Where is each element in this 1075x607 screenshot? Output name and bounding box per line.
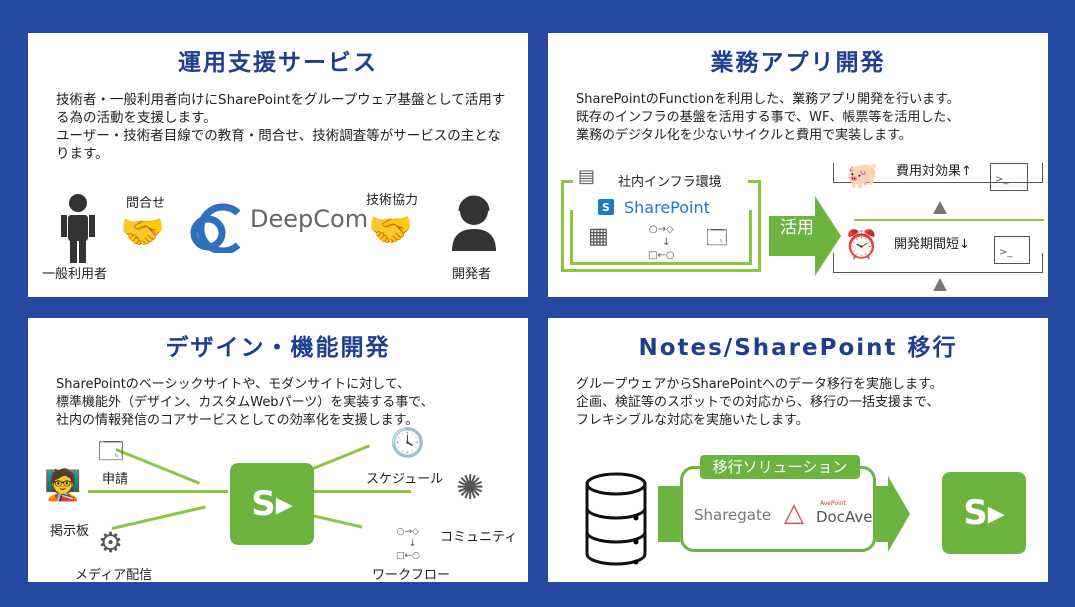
form-icon: 🗔 [706, 225, 728, 249]
connector-line [111, 505, 206, 530]
schedule-label: スケジュール [366, 472, 444, 487]
use-label: 活用 [780, 218, 814, 238]
solution-label: 移行ソリューション [700, 455, 860, 479]
avepoint-brand: AvePoint [820, 500, 846, 507]
panel-title: 業務アプリ開発 [710, 50, 886, 76]
deepcom-logo-text: DeepCom [250, 205, 369, 233]
desc-line: グループウェアからSharePointへのデータ移行を実施します。 [576, 377, 943, 392]
up-triangle [933, 278, 947, 291]
sharepoint-logo-icon: S▸ [230, 463, 314, 545]
divider [854, 219, 1044, 221]
clock-icon: 🕓 [390, 426, 425, 459]
desc-line: フレキシブルな対応を実施いたします。 [576, 413, 809, 428]
panel-migration: Notes/SharePoint 移行 グループウェアからSharePointへ… [548, 318, 1048, 582]
sharegate-logo: Sharegate [694, 506, 772, 524]
desc-line: 標準機能外（デザイン、カスタムWebパーツ）を実装する事で、 [56, 395, 434, 410]
presenter-board-icon: 🧑‍🏫 [44, 468, 82, 503]
developer-label: 開発者 [452, 267, 492, 282]
arrow-tail [658, 486, 680, 542]
workflow-label: ワークフロー [372, 568, 451, 583]
desc-line: SharePointのFunctionを利用した、業務アプリ開発を行います。 [576, 92, 960, 107]
desc-line: 業務のデジタル化を少ないサイクルと費用で実装します。 [576, 128, 912, 143]
box-edge [561, 180, 573, 183]
docave-pyramid-icon: △ [784, 498, 804, 528]
workflow-icon: ○→◇ ↓□←○ [648, 224, 675, 261]
person-icon [58, 193, 98, 267]
inquiry-label: 問合せ [126, 196, 166, 211]
up-triangle [933, 201, 947, 214]
period-label: 開発期間短↓ [894, 237, 970, 252]
desc-line: 技術者・一般利用者向けにSharePointをグループウェア基盤として活用する為… [56, 92, 506, 126]
panel-title: 運用支援サービス [178, 50, 378, 76]
panel-operations-support: 運用支援サービス 技術者・一般利用者向けにSharePointをグループウェア基… [28, 33, 528, 297]
form-icon: 🗔 [98, 437, 125, 465]
desc-line: 企画、検証等のスポットでの対応から、移行の一括支援まで、 [576, 395, 940, 410]
use-arrow [769, 196, 841, 280]
table-icon: ▦ [588, 224, 609, 249]
cost-label: 費用対効果↑ [896, 164, 972, 179]
sharepoint-logo-icon: S [598, 199, 614, 215]
arrow-head [876, 476, 910, 560]
panel-description: SharePointのFunctionを利用した、業務アプリ開発を行います。 既… [576, 91, 1028, 145]
community-label: コミュニティ [440, 530, 518, 545]
tech-coop-label: 技術協力 [366, 193, 419, 208]
sharepoint-label: SharePoint [624, 198, 710, 217]
film-reel-icon: ⚙ [98, 526, 124, 559]
panel-business-app-dev: 業務アプリ開発 SharePointのFunctionを利用した、業務アプリ開発… [548, 33, 1048, 297]
desc-line: 社内の情報発信のコアサービスとしての効率化を支援します。 [56, 413, 419, 428]
sharepoint-logo-icon: S▸ [942, 472, 1026, 554]
workflow-icon: ○→◇ ↓□←○ [396, 527, 420, 561]
panel-description: SharePointのベーシックサイトや、モダンサイトに対して、 標準機能外（デ… [56, 376, 508, 430]
general-user-label: 一般利用者 [42, 267, 108, 282]
infra-box [561, 180, 761, 272]
connector-line [286, 490, 411, 493]
console-icon: >_ [994, 236, 1030, 264]
connector-line [88, 490, 228, 493]
deepcom-logo-icon [186, 193, 246, 257]
sharepoint-box [570, 210, 752, 265]
panel-description: 技術者・一般利用者向けにSharePointをグループウェア基盤として活用する為… [56, 91, 508, 163]
connector-line [115, 448, 201, 485]
docave-logo: DocAve [816, 508, 873, 526]
media-label: メディア配信 [75, 568, 153, 583]
handshake-icon: 🤝 [368, 210, 413, 251]
panel-title: Notes/SharePoint 移行 [638, 335, 958, 361]
alarm-clock-icon: ⏰ [844, 228, 879, 261]
database-icon [584, 470, 648, 570]
server-icon: ▤ [578, 166, 596, 187]
cost-tray [833, 163, 1043, 183]
apply-label: 申請 [102, 472, 129, 487]
piggy-bank-icon: 🐖 [846, 161, 879, 191]
handshake-icon: 🤝 [120, 212, 165, 253]
desc-line: ユーザー・技術者目線での教育・問合せ、技術調査等がサービスの主となります。 [56, 128, 501, 162]
community-hands-icon: ✺ [456, 468, 485, 508]
board-label: 掲示板 [50, 524, 90, 539]
panel-title: デザイン・機能開発 [165, 335, 391, 361]
box-edge [748, 180, 761, 183]
infra-label: 社内インフラ環境 [618, 175, 722, 190]
desc-line: 既存のインフラの基盤を活用する事で、WF、帳票等を活用した、 [576, 110, 960, 125]
developer-headset-icon [448, 193, 500, 257]
panel-design-dev: デザイン・機能開発 SharePointのベーシックサイトや、モダンサイトに対し… [28, 318, 528, 583]
period-tray [833, 253, 1043, 273]
desc-line: SharePointのベーシックサイトや、モダンサイトに対して、 [56, 377, 411, 392]
console-icon: >_ [990, 163, 1028, 191]
panel-description: グループウェアからSharePointへのデータ移行を実施します。 企画、検証等… [576, 376, 1028, 430]
